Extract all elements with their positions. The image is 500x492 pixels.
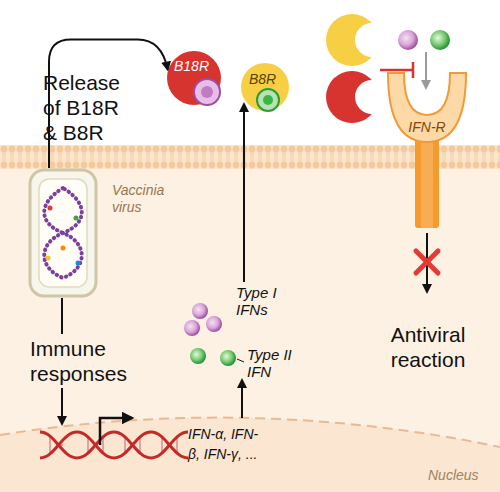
b8r-protein: B8R [240, 62, 290, 112]
type-ii-ifn-ball [220, 350, 236, 366]
outcome-label: Antiviral reaction [372, 322, 484, 372]
node-text: Vaccinia virus [112, 182, 174, 216]
edge-label: Release of B18R & B8R [43, 70, 137, 145]
type-i-ifn-ball [398, 30, 418, 50]
type-ii-ifn-ball [190, 348, 206, 364]
inhibition-bar [412, 62, 415, 78]
pointer-line [237, 359, 244, 362]
block-cross [416, 251, 438, 273]
inhibition-line [380, 69, 412, 72]
transcription-arrow [100, 418, 132, 445]
dna-strand [40, 432, 188, 458]
process-label: Immune responses [30, 336, 160, 386]
nucleus-region-outline [0, 395, 500, 492]
ifn-receptor: IFN-R [385, 70, 470, 230]
nucleus-region: Nucleus [0, 395, 500, 492]
secretion-arrow [243, 104, 245, 282]
expression-arrow [241, 380, 243, 418]
type-i-ifn-ball [184, 320, 200, 336]
dna-rungs [50, 436, 177, 454]
type-i-ifn-ball [192, 303, 208, 319]
node-text: Nucleus [428, 467, 494, 483]
dna-strand [40, 432, 188, 458]
connector-line [61, 298, 63, 334]
virus-particle: Vaccinia virus [28, 168, 98, 298]
ifn-label: Type II IFN [247, 346, 303, 380]
binding-arrow [425, 52, 427, 88]
node-text: IFN-R [397, 119, 457, 135]
ifn-label: Type I IFNs [236, 284, 288, 318]
b18r-protein: B18R [166, 50, 222, 106]
type-ii-ifn-ball [430, 30, 450, 50]
gene-label: IFN-α, IFN-β, IFN-γ, ... [188, 424, 260, 464]
node-text: B8R [249, 71, 289, 87]
type-i-ifn-ball [206, 316, 222, 332]
node-text: B18R [174, 58, 218, 74]
ifn-receptor-outline [385, 70, 470, 230]
block-cross [416, 251, 438, 273]
virus-particle-outline [28, 168, 98, 298]
induction-arrow [61, 388, 63, 424]
crescent-bite [355, 80, 389, 114]
b8r-protein-outline [240, 62, 290, 112]
crescent-bite [355, 23, 389, 57]
